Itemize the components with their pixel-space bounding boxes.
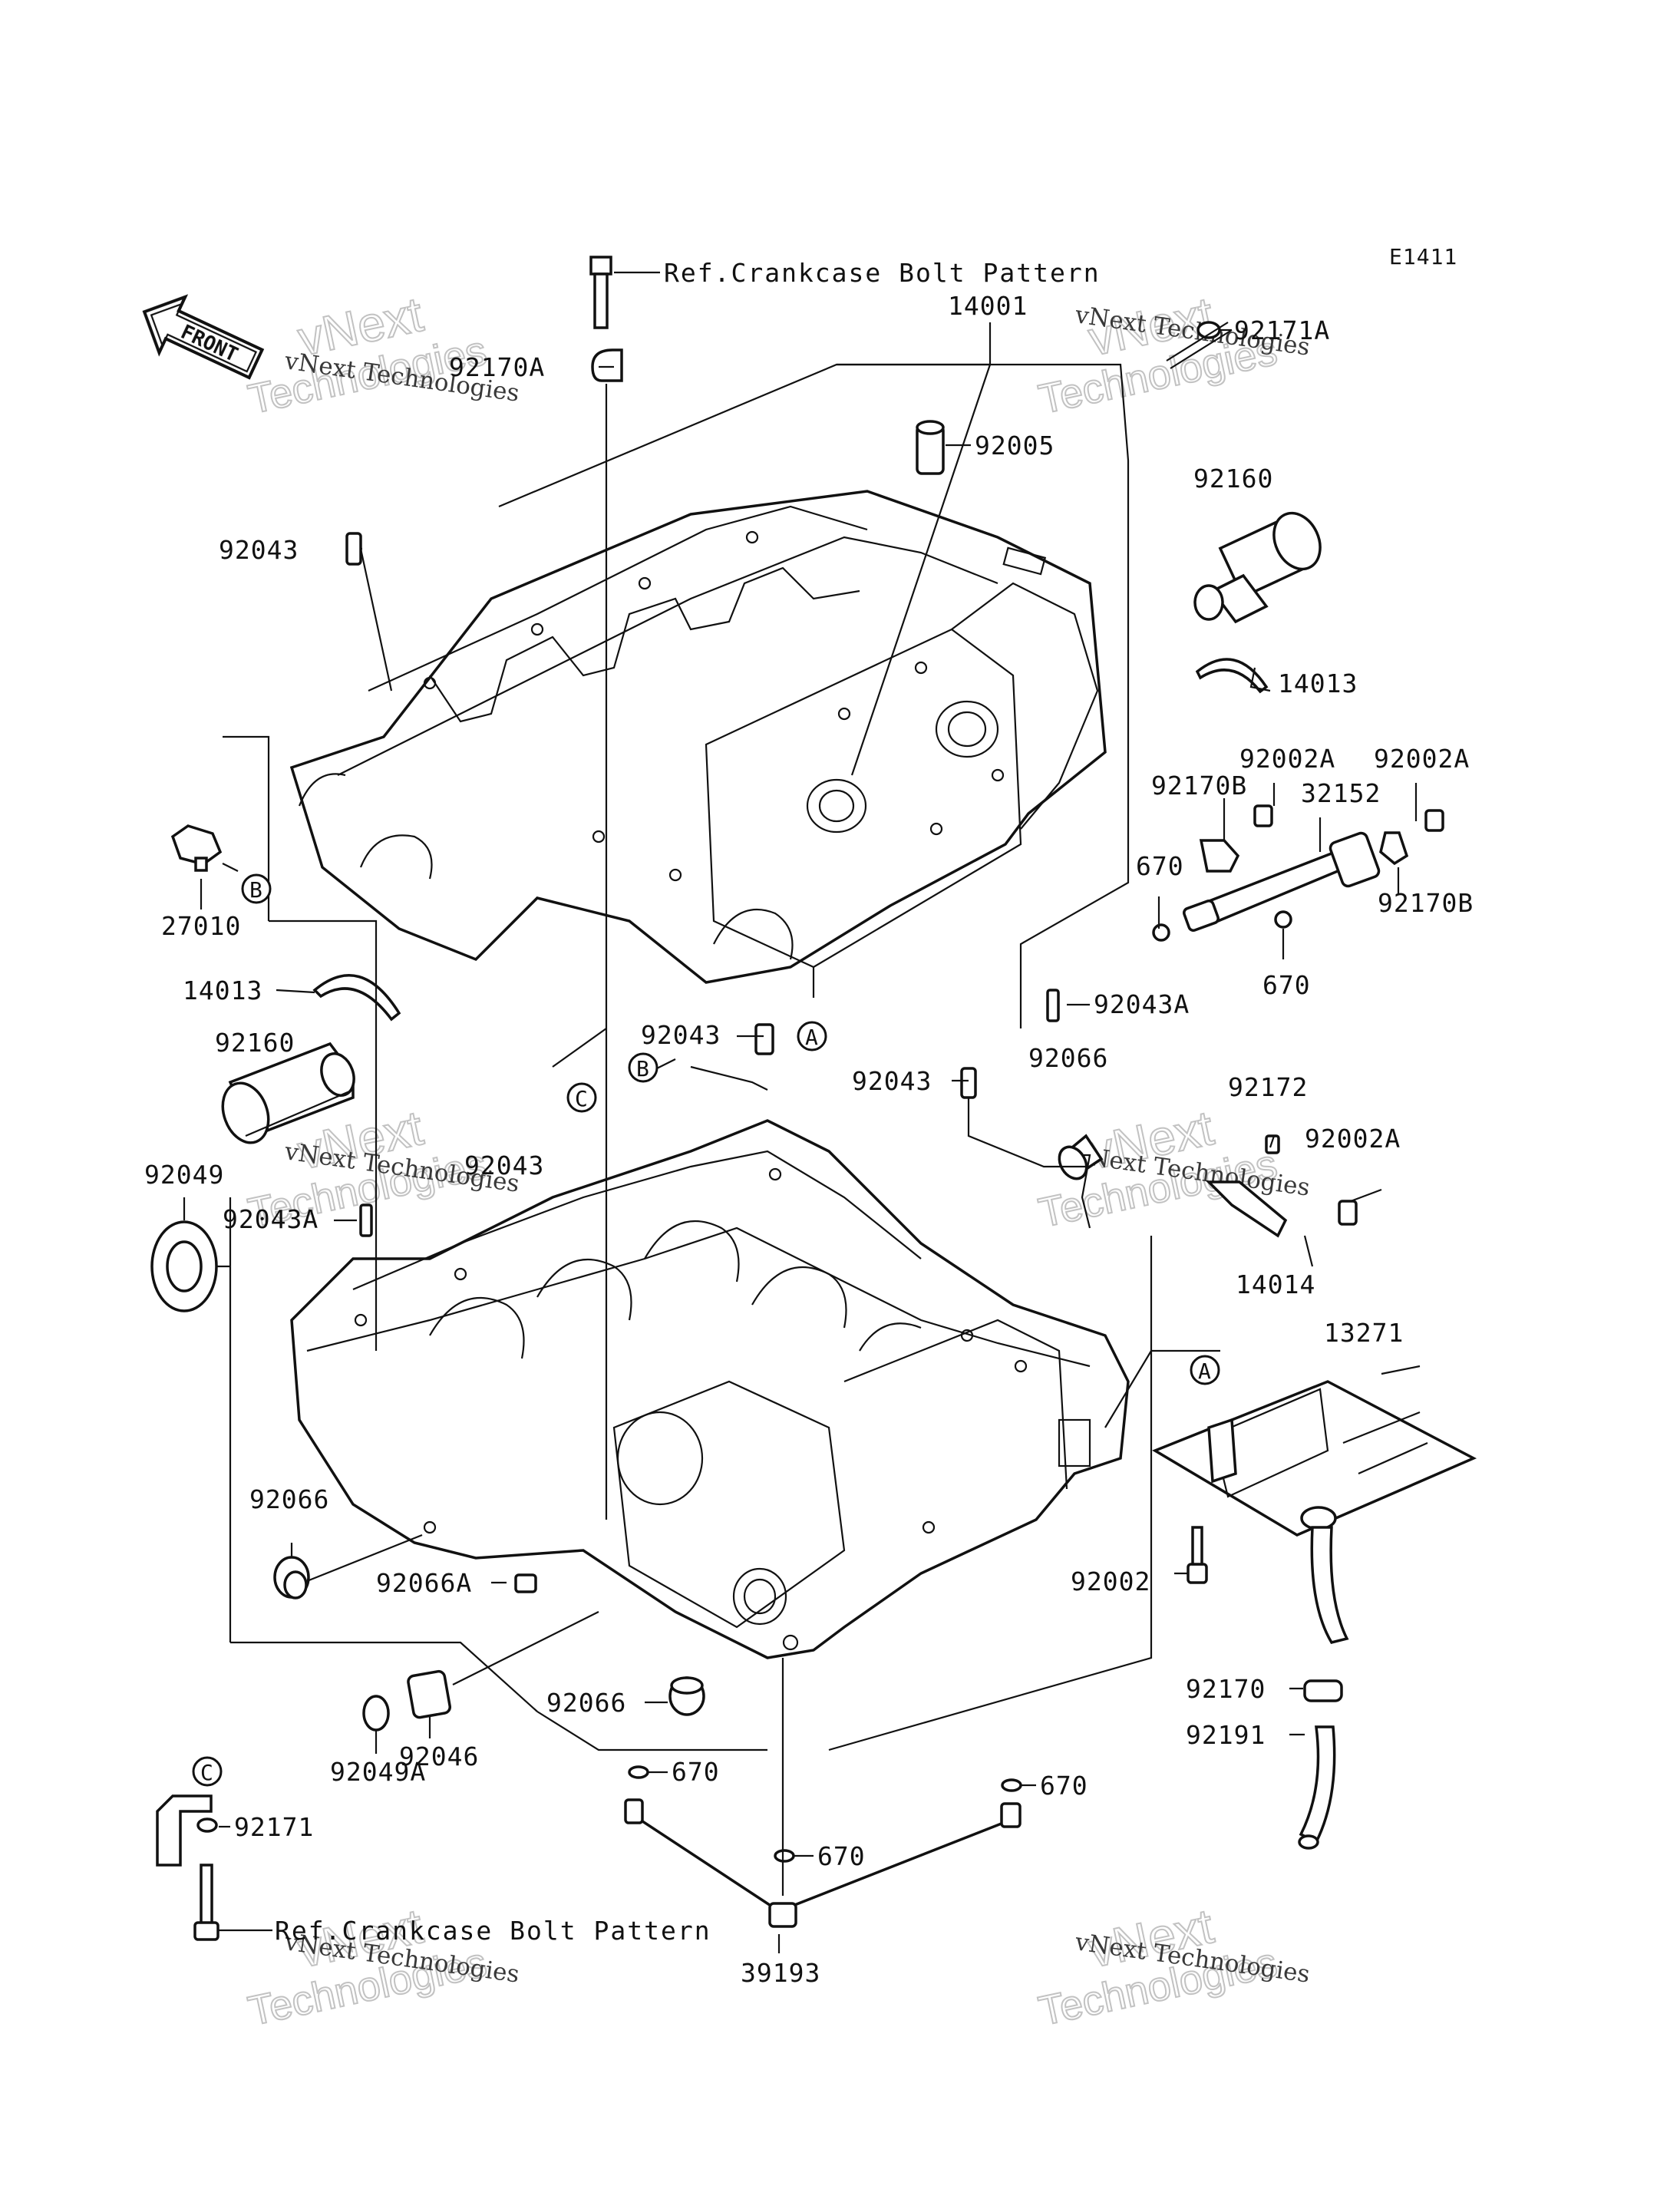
oil-pipe-32152	[1183, 831, 1381, 932]
upper-crankcase	[289, 490, 1107, 984]
label-92160-top: 92160	[1193, 464, 1273, 494]
label-92066A: 92066A	[376, 1568, 472, 1598]
label-92043-left: 92043	[464, 1151, 544, 1180]
label-92002A-1: 92002A	[1239, 744, 1335, 774]
gear-left	[221, 1042, 355, 1144]
label-92043-top: 92043	[219, 535, 299, 565]
callout-c-bottom: C	[200, 1760, 213, 1785]
label-92049: 92049	[144, 1160, 224, 1190]
ref-bolt-pattern-bottom: Ref.Crankcase Bolt Pattern	[275, 1916, 711, 1946]
callout-a-top: A	[805, 1025, 818, 1050]
label-92046: 92046	[399, 1741, 479, 1771]
label-92005: 92005	[975, 431, 1055, 461]
label-670-5: 670	[817, 1841, 866, 1871]
bolt-head	[589, 256, 612, 276]
label-92160-left: 92160	[215, 1028, 295, 1058]
label-92170A: 92170A	[449, 352, 545, 382]
label-14001: 14001	[948, 291, 1028, 321]
label-92002A-3: 92002A	[1305, 1124, 1401, 1154]
label-92066-bottom: 92066	[546, 1688, 626, 1718]
label-92170: 92170	[1186, 1674, 1266, 1704]
label-92043-mid2: 92043	[852, 1066, 932, 1096]
front-arrow-icon: FRONT	[142, 294, 265, 380]
callout-a-bottom: A	[1198, 1359, 1211, 1384]
callouts: A B B C A C	[192, 873, 1220, 1787]
diagram-code: E1411	[1389, 244, 1457, 269]
label-92066-left: 92066	[249, 1484, 329, 1514]
label-92002A-2: 92002A	[1374, 744, 1470, 774]
label-92171A: 92171A	[1234, 315, 1330, 345]
label-92066-right: 92066	[1028, 1043, 1108, 1073]
label-92043A-left: 92043A	[223, 1204, 319, 1234]
label-13271: 13271	[1324, 1318, 1404, 1348]
label-670-1: 670	[1136, 851, 1184, 881]
oil-screen-13271	[1152, 1380, 1477, 1645]
callout-b-mid: B	[636, 1056, 649, 1081]
label-39193: 39193	[741, 1958, 820, 1988]
label-670-4: 670	[1040, 1771, 1088, 1801]
callout-b-left: B	[249, 877, 262, 903]
label-670-3: 670	[672, 1757, 720, 1787]
label-92170B-1: 92170B	[1151, 771, 1247, 801]
label-92170B-2: 92170B	[1378, 888, 1474, 918]
gear-right	[1193, 511, 1322, 624]
label-92191: 92191	[1186, 1720, 1266, 1750]
leader-lines	[183, 271, 1421, 1953]
lower-crankcase	[290, 1119, 1130, 1659]
label-14013-left: 14013	[183, 976, 262, 1005]
label-92002: 92002	[1071, 1566, 1150, 1596]
label-670-2: 670	[1262, 970, 1311, 1000]
label-14014: 14014	[1236, 1269, 1315, 1299]
part-labels: Ref.Crankcase Bolt Pattern Ref.Crankcase…	[144, 258, 1474, 1988]
callout-c-mid: C	[575, 1086, 588, 1111]
oil-pipe-39193	[624, 1798, 1022, 1928]
label-92043A-right: 92043A	[1094, 989, 1190, 1019]
hardware	[150, 256, 1477, 1941]
label-92172: 92172	[1228, 1072, 1308, 1102]
label-27010: 27010	[161, 911, 241, 941]
label-92043-mid: 92043	[641, 1020, 721, 1050]
label-92049A: 92049A	[330, 1757, 426, 1787]
label-92171: 92171	[234, 1812, 314, 1842]
ref-bolt-pattern-top: Ref.Crankcase Bolt Pattern	[664, 258, 1101, 288]
label-32152: 32152	[1301, 778, 1381, 808]
label-14013-right: 14013	[1278, 669, 1358, 698]
